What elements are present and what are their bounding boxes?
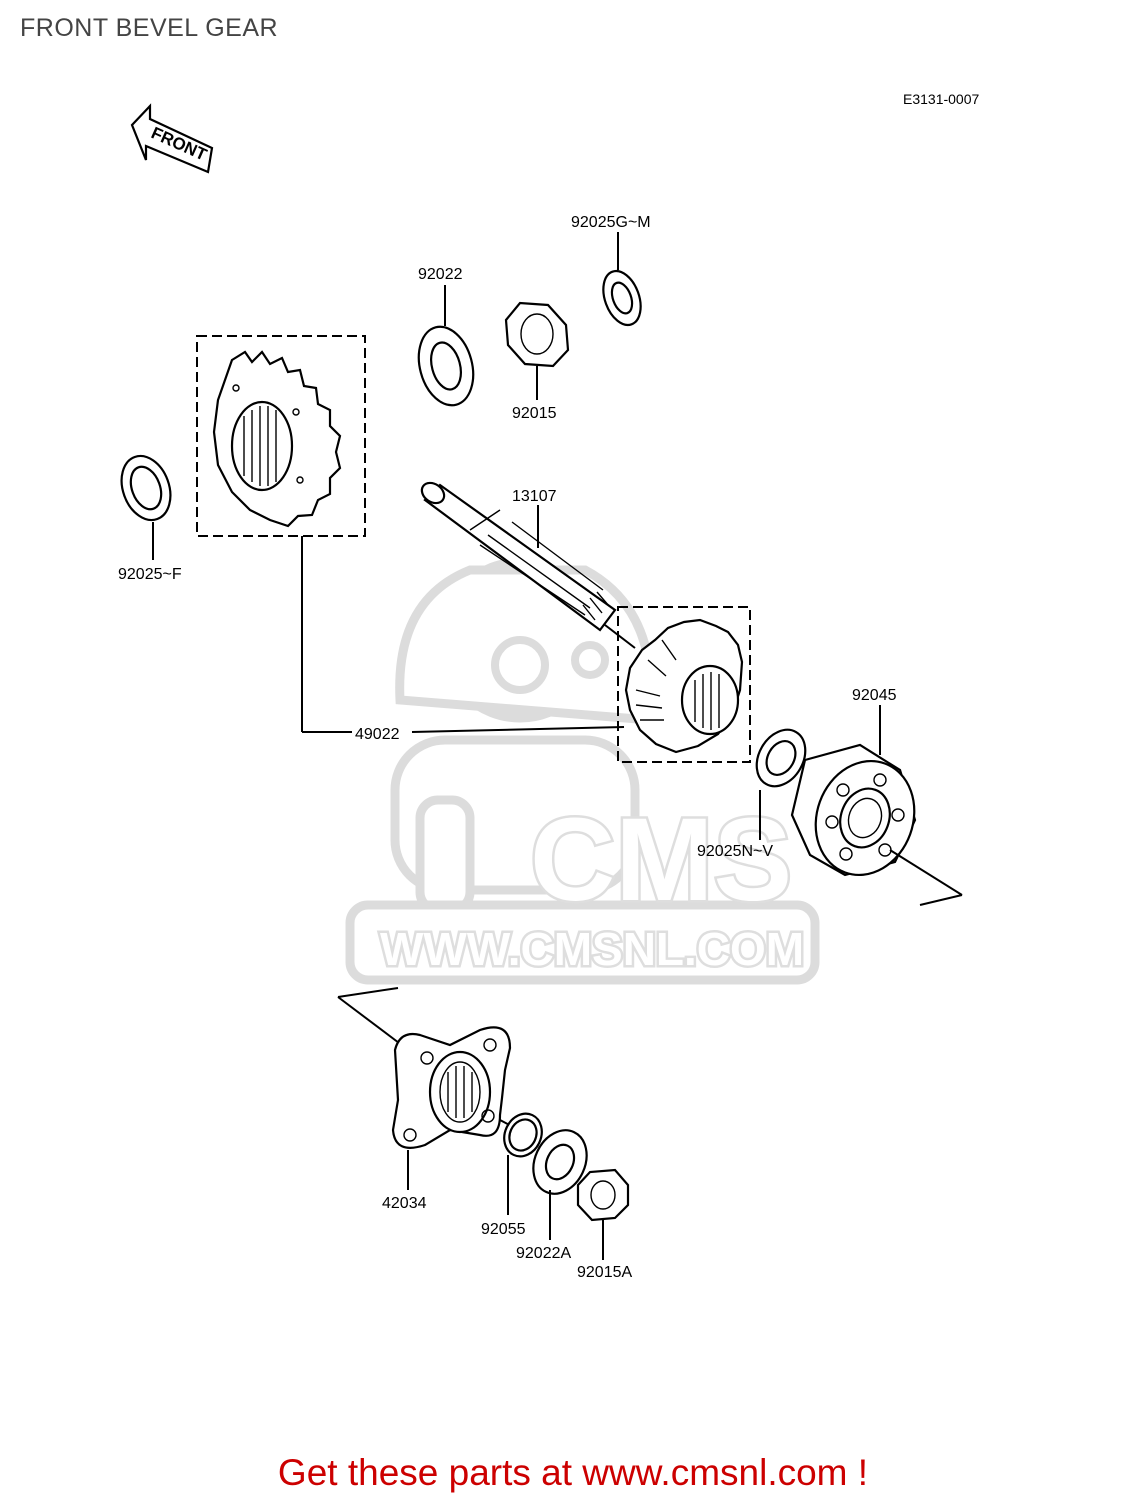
nut-92015 xyxy=(504,301,570,400)
watermark-url: WWW.CMSNL.COM xyxy=(380,923,804,975)
bevel-gear-small xyxy=(617,606,751,763)
front-direction-arrow: FRONT xyxy=(130,103,214,174)
label-92045: 92045 xyxy=(852,687,897,704)
label-92015a: 92015A xyxy=(577,1264,632,1281)
bearing-92045 xyxy=(790,705,963,906)
label-92025n-v: 92025N~V xyxy=(697,843,773,860)
nut-92015a xyxy=(576,1168,630,1260)
label-92055: 92055 xyxy=(481,1221,526,1238)
flange-42034 xyxy=(391,1026,516,1190)
diagram-code: E3131-0007 xyxy=(903,91,980,107)
label-13107: 13107 xyxy=(512,488,557,505)
continuation-leader xyxy=(337,987,404,1047)
washer-92022 xyxy=(417,285,475,407)
ring-92055 xyxy=(503,1112,543,1215)
leader-49022 xyxy=(301,536,625,733)
label-92022: 92022 xyxy=(418,266,463,283)
watermark-brand: CMS xyxy=(530,794,792,926)
cms-watermark: CMS WWW.CMSNL.COM xyxy=(345,557,820,985)
washer-92025g-m xyxy=(602,232,642,327)
exploded-parts-diagram: CMS WWW.CMSNL.COM E3131-0007 FRONT xyxy=(118,91,980,1281)
footer-link-text[interactable]: Get these parts at www.cmsnl.com ! xyxy=(277,1452,869,1493)
label-92022a: 92022A xyxy=(516,1245,571,1262)
label-92025g-m: 92025G~M xyxy=(571,214,651,231)
label-92015: 92015 xyxy=(512,405,557,422)
part-labels: 92025G~M 92022 92015 13107 92025~F 49022… xyxy=(118,214,897,1281)
bevel-gear-large xyxy=(196,335,366,537)
label-92025-f: 92025~F xyxy=(118,566,182,583)
shaft-13107 xyxy=(420,481,636,649)
washer-92022a xyxy=(532,1129,588,1240)
page-title: FRONT BEVEL GEAR xyxy=(20,14,279,42)
washer-92025n-v xyxy=(755,728,807,840)
label-49022: 49022 xyxy=(355,726,400,743)
washer-92025-f xyxy=(120,454,172,560)
label-42034: 42034 xyxy=(382,1195,427,1212)
